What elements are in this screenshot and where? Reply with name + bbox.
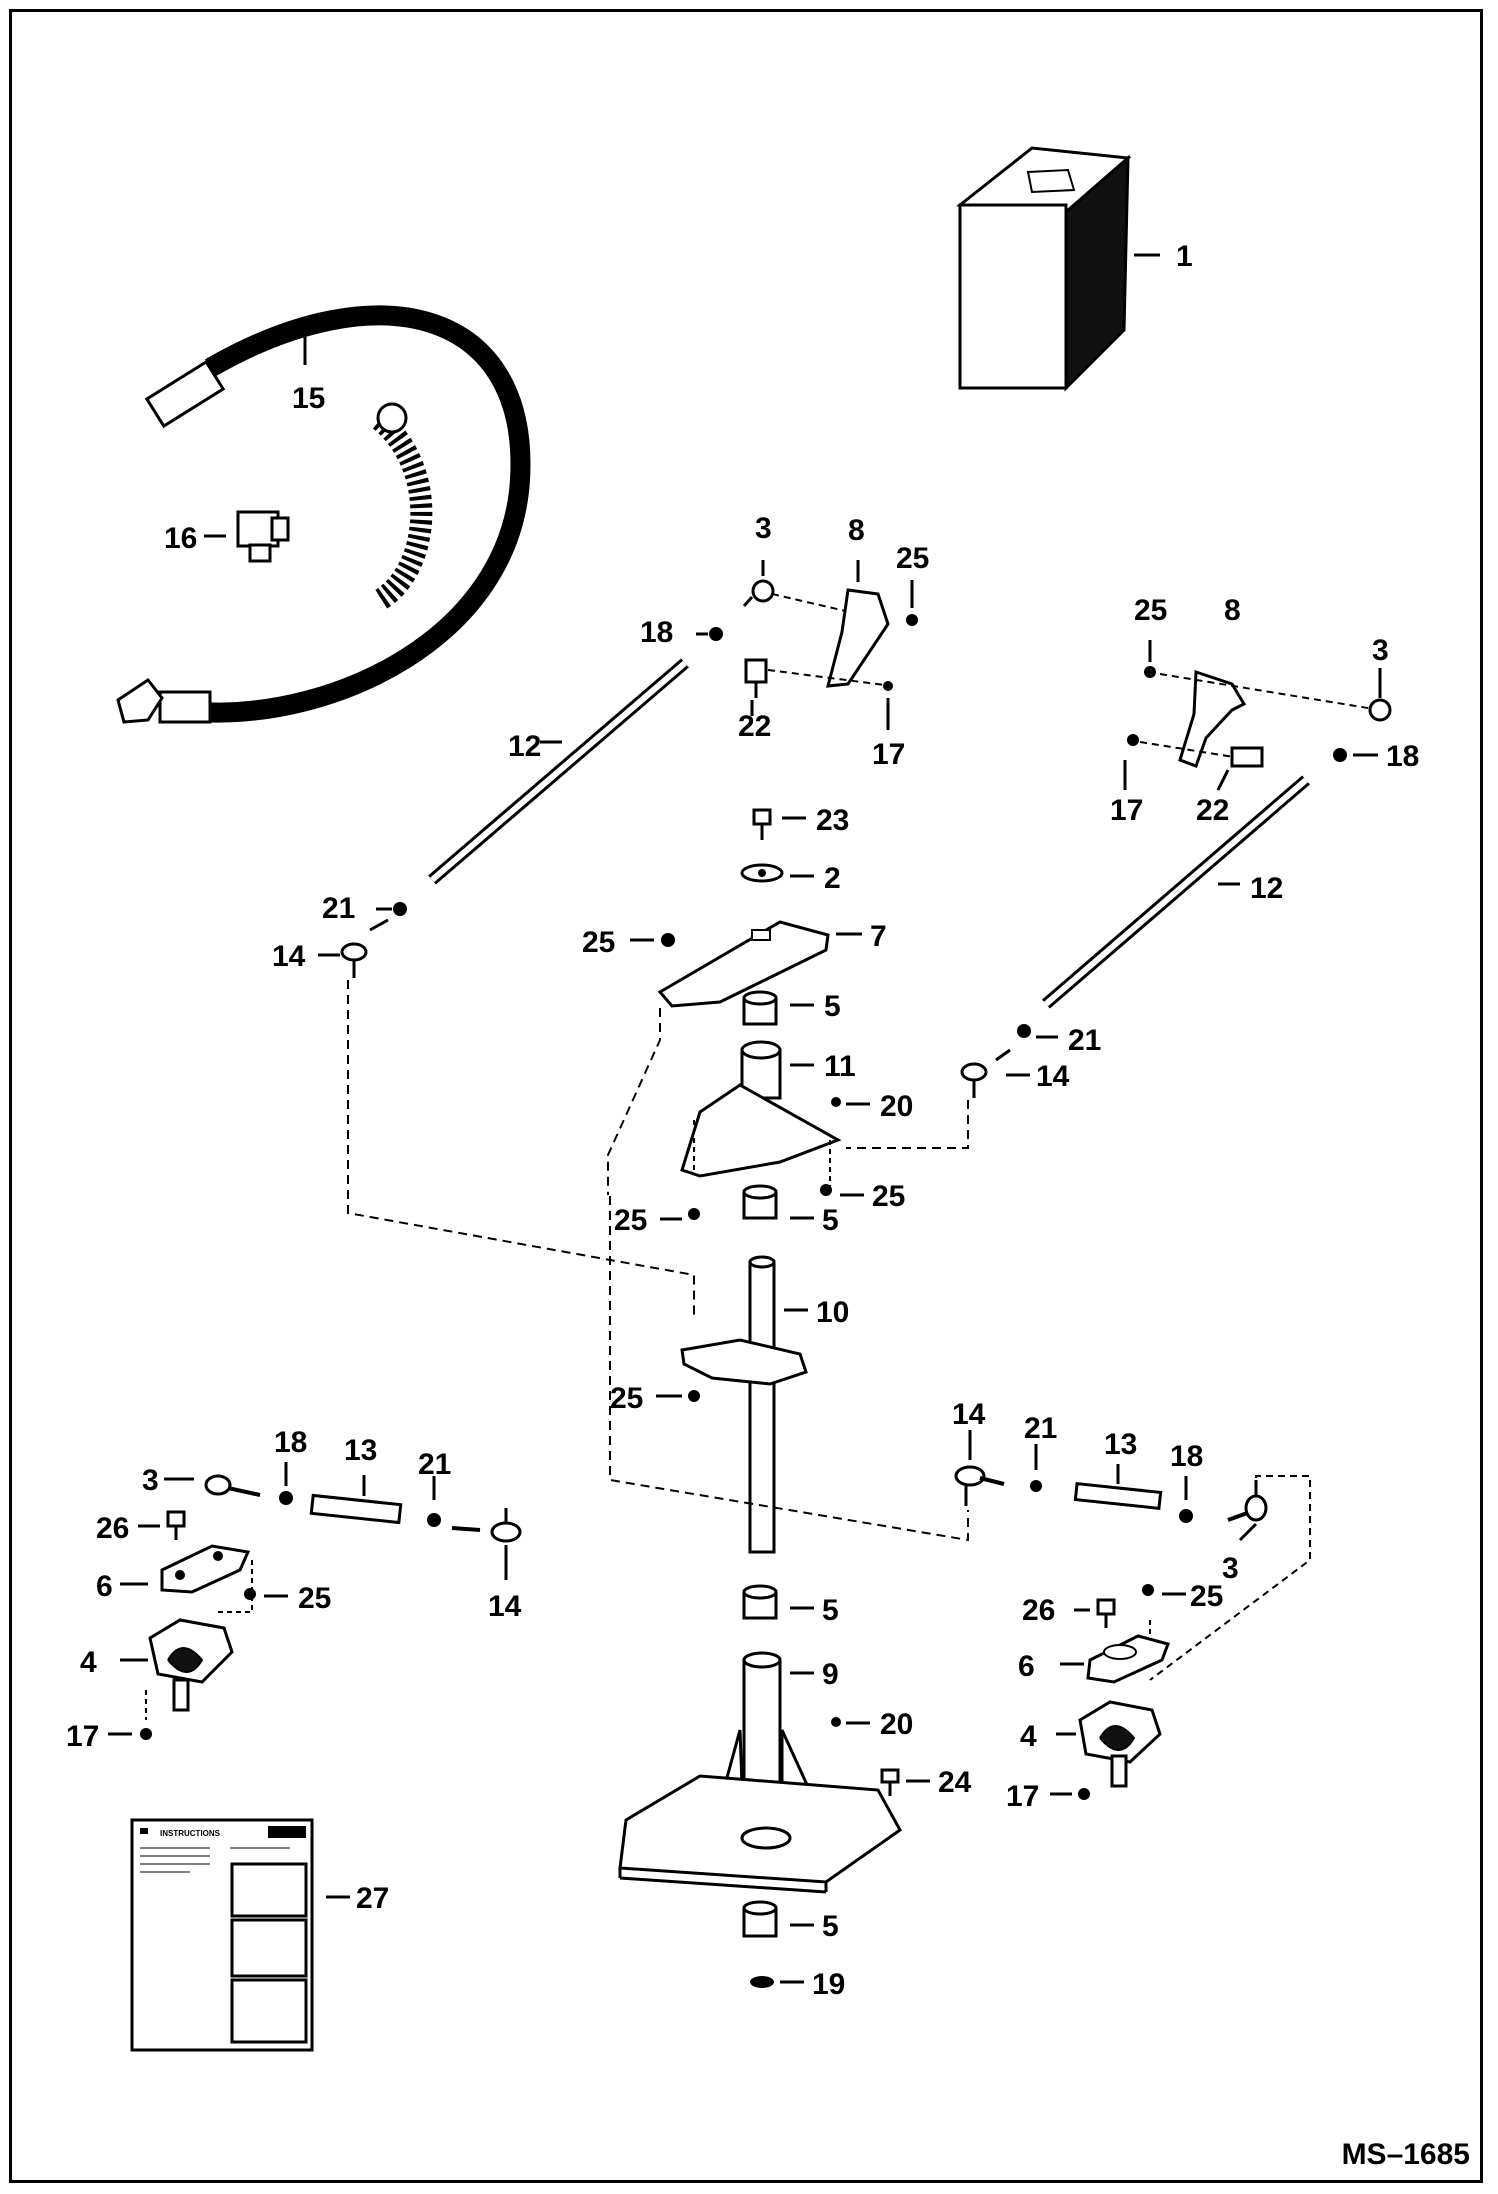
callout-17: 17 — [1006, 1780, 1039, 1813]
figure-id: MS–1685 — [1341, 2138, 1470, 2171]
callout-5: 5 — [822, 1204, 839, 1237]
callout-13: 13 — [1104, 1428, 1137, 1461]
callout-13: 13 — [344, 1434, 377, 1467]
callout-5: 5 — [824, 990, 841, 1023]
callout-12: 12 — [508, 730, 541, 763]
callout-25: 25 — [298, 1582, 331, 1615]
callout-17: 17 — [872, 738, 905, 771]
callout-14: 14 — [952, 1398, 986, 1431]
callout-4: 4 — [80, 1646, 97, 1679]
callout-25: 25 — [1190, 1580, 1223, 1613]
callout-18: 18 — [274, 1426, 307, 1459]
page-frame — [9, 9, 1483, 2183]
callout-21: 21 — [322, 892, 355, 925]
callout-18: 18 — [1386, 740, 1419, 773]
central-column — [607, 808, 969, 1988]
left-upper-rod-ends — [318, 902, 695, 1318]
right-upper-rod-ends — [846, 1024, 1058, 1149]
callout-23: 23 — [816, 804, 849, 837]
callout-22: 22 — [738, 710, 771, 743]
callout-3: 3 — [1372, 634, 1389, 667]
callout-17: 17 — [1110, 794, 1143, 827]
callout-14: 14 — [488, 1590, 522, 1623]
part-15-hose — [116, 305, 531, 724]
callout-3: 3 — [755, 512, 772, 545]
callout-4: 4 — [1020, 1720, 1037, 1753]
callout-25: 25 — [896, 542, 929, 575]
left-upper-linkage — [696, 560, 918, 730]
callout-7: 7 — [870, 920, 887, 953]
callout-20: 20 — [880, 1708, 913, 1741]
right-lower-linkage — [954, 1430, 1311, 1800]
callout-5: 5 — [822, 1594, 839, 1627]
part-12-rods — [428, 658, 1310, 1009]
callout-3: 3 — [1222, 1552, 1239, 1585]
callout-25: 25 — [872, 1180, 905, 1213]
callout-18: 18 — [640, 616, 673, 649]
callout-6: 6 — [96, 1570, 113, 1603]
callout-8: 8 — [848, 514, 865, 547]
callout-21: 21 — [418, 1448, 451, 1481]
callout-27: 27 — [356, 1882, 389, 1915]
left-lower-linkage — [108, 1462, 522, 1740]
callout-labels: 1 15 16 3 8 25 18 22 17 12 25 8 3 18 17 … — [66, 240, 1419, 2001]
callout-25: 25 — [610, 1382, 643, 1415]
callout-24: 24 — [938, 1766, 972, 1799]
callout-21: 21 — [1024, 1412, 1057, 1445]
callout-19: 19 — [812, 1968, 845, 2001]
callout-14: 14 — [272, 940, 306, 973]
callout-1: 1 — [1176, 240, 1193, 273]
part-16-fitting — [204, 510, 290, 563]
callout-17: 17 — [66, 1720, 99, 1753]
callout-16: 16 — [164, 522, 197, 555]
callout-3: 3 — [142, 1464, 159, 1497]
callout-21: 21 — [1068, 1024, 1101, 1057]
callout-12: 12 — [1250, 872, 1283, 905]
callout-5: 5 — [822, 1910, 839, 1943]
callout-26: 26 — [96, 1512, 129, 1545]
part-1-box — [956, 146, 1160, 392]
callout-8: 8 — [1224, 594, 1241, 627]
callout-14: 14 — [1036, 1060, 1070, 1093]
callout-11: 11 — [824, 1050, 856, 1083]
callout-26: 26 — [1022, 1594, 1055, 1627]
callout-6: 6 — [1018, 1650, 1035, 1683]
callout-2: 2 — [824, 862, 841, 895]
right-upper-linkage — [1123, 640, 1392, 791]
callout-9: 9 — [822, 1658, 839, 1691]
callout-25: 25 — [1134, 594, 1167, 627]
decal-title: INSTRUCTIONS — [160, 1829, 221, 1838]
part-27-instruction-decal: INSTRUCTIONS — [130, 1818, 350, 2052]
callout-25: 25 — [582, 926, 615, 959]
callout-10: 10 — [816, 1296, 849, 1329]
callout-22: 22 — [1196, 794, 1229, 827]
callout-15: 15 — [292, 382, 325, 415]
callout-18: 18 — [1170, 1440, 1203, 1473]
callout-25: 25 — [614, 1204, 647, 1237]
callout-20: 20 — [880, 1090, 913, 1123]
